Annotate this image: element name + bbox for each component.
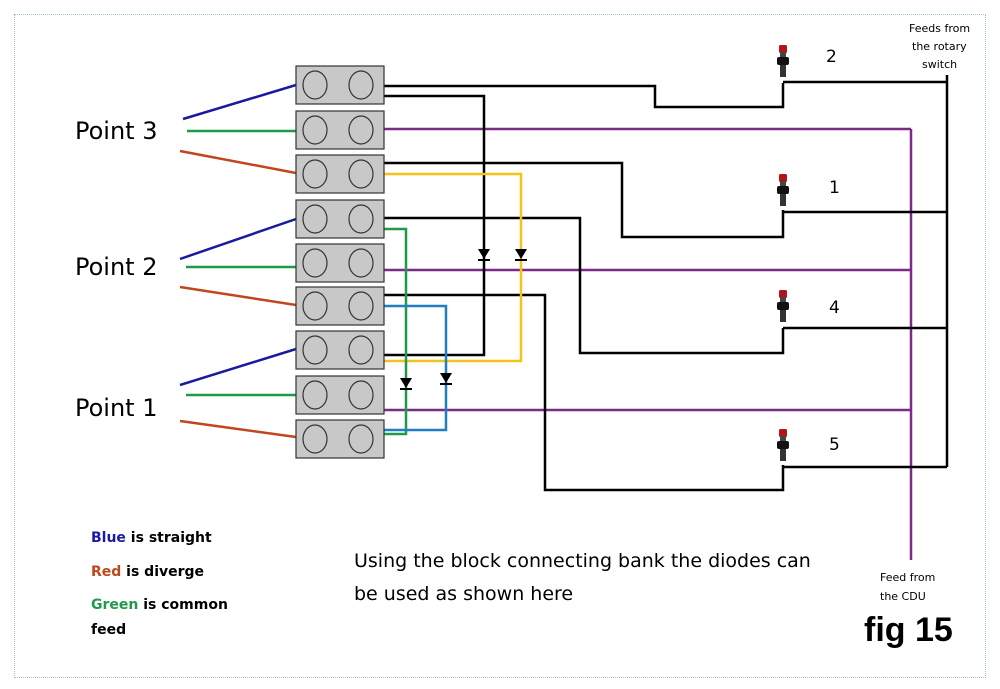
point-1-label: Point 1 — [75, 394, 158, 422]
connector-blocks — [295, 65, 385, 459]
screw-terminal — [348, 380, 374, 410]
caption-line1: Using the block connecting bank the diod… — [354, 550, 811, 572]
point-3-straight-wire — [182, 83, 297, 121]
button-body — [780, 65, 786, 77]
screw-terminal — [302, 115, 328, 145]
screw-terminal — [348, 424, 374, 454]
black-wire-switch-2 — [384, 83, 785, 109]
figure-label: fig 15 — [864, 611, 953, 649]
button-nut — [777, 186, 789, 194]
diode-triangle — [515, 249, 527, 259]
button-body — [780, 449, 786, 461]
diode-triangle — [400, 378, 412, 388]
screw-terminal — [302, 204, 328, 234]
caption-line2: be used as shown here — [354, 583, 573, 605]
screw-terminal — [302, 291, 328, 321]
point-2-label: Point 2 — [75, 253, 158, 281]
push-button-4-icon — [777, 290, 789, 322]
rotary-note-line1: Feeds from — [909, 22, 970, 35]
button-body — [780, 310, 786, 322]
legend-green-text: is common — [138, 597, 228, 613]
push-button-1-icon — [777, 174, 789, 206]
black-wire-switch-4 — [384, 216, 785, 355]
button-collar — [780, 297, 786, 302]
screw-terminal — [348, 115, 374, 145]
button-cap — [779, 174, 787, 182]
legend-red: Red is diverge — [91, 564, 204, 580]
wires — [179, 75, 949, 560]
screw-terminal — [348, 204, 374, 234]
diode-triangle — [478, 249, 490, 259]
black-wire-diode-a — [384, 94, 486, 357]
screw-terminal — [348, 291, 374, 321]
legend-blue-text: is straight — [126, 530, 212, 546]
screw-terminal — [348, 248, 374, 278]
point-1-diverge-wire — [179, 419, 297, 439]
connector-block — [295, 286, 385, 326]
legend-blue: Blue is straight — [91, 530, 212, 546]
rotary-note-line2: the rotary — [912, 40, 967, 53]
screw-terminal — [348, 335, 374, 365]
button-nut — [777, 441, 789, 449]
point-1-straight-wire — [179, 347, 297, 387]
point-2-diverge-wire — [179, 285, 297, 307]
legend-blue-word: Blue — [91, 530, 126, 546]
diode-triangle — [440, 373, 452, 383]
cdu-note-line2: the CDU — [880, 590, 926, 603]
diode-icon — [440, 373, 452, 385]
lightblue-diode-wire — [372, 304, 448, 432]
connector-block — [295, 375, 385, 415]
legend-red-text: is diverge — [121, 564, 204, 580]
green-diode-wire — [372, 227, 408, 436]
black-wire-switch-1 — [384, 161, 785, 239]
connector-block — [295, 65, 385, 105]
rotary-note-line3: switch — [922, 58, 957, 71]
push-button-5-icon — [777, 429, 789, 461]
push-button-2-icon — [777, 45, 789, 77]
screw-terminal — [302, 248, 328, 278]
button-collar — [780, 181, 786, 186]
point-2-straight-wire — [179, 217, 297, 261]
diodes — [400, 249, 527, 390]
button-collar — [780, 52, 786, 57]
button-cap — [779, 290, 787, 298]
connector-block — [295, 199, 385, 239]
legend-green-word: Green — [91, 597, 138, 613]
diode-icon — [478, 249, 490, 261]
switch-4-label: 4 — [829, 298, 840, 318]
black-wire-switch-5 — [384, 293, 785, 492]
screw-terminal — [302, 380, 328, 410]
switch-2-label: 2 — [826, 47, 837, 67]
screw-terminal — [348, 159, 374, 189]
switch-5-label: 5 — [829, 435, 840, 455]
point-3-diverge-wire — [179, 149, 297, 175]
connector-block — [295, 243, 385, 283]
legend-red-word: Red — [91, 564, 121, 580]
diode-icon — [400, 378, 412, 390]
push-buttons — [777, 45, 789, 461]
connector-block — [295, 154, 385, 194]
switch-1-label: 1 — [829, 178, 840, 198]
legend-green-line2: feed — [91, 622, 126, 638]
button-nut — [777, 57, 789, 65]
cdu-note-line1: Feed from — [880, 571, 935, 584]
button-cap — [779, 45, 787, 53]
legend-green: Green is common — [91, 597, 228, 613]
screw-terminal — [302, 70, 328, 100]
connector-block — [295, 110, 385, 150]
connector-block — [295, 419, 385, 459]
screw-terminal — [302, 424, 328, 454]
screw-terminal — [348, 70, 374, 100]
point-3-label: Point 3 — [75, 117, 158, 145]
connector-block — [295, 330, 385, 370]
screw-terminal — [302, 159, 328, 189]
screw-terminal — [302, 335, 328, 365]
diode-icon — [515, 249, 527, 261]
button-nut — [777, 302, 789, 310]
button-collar — [780, 436, 786, 441]
diagram-border — [14, 14, 986, 678]
button-cap — [779, 429, 787, 437]
button-body — [780, 194, 786, 206]
